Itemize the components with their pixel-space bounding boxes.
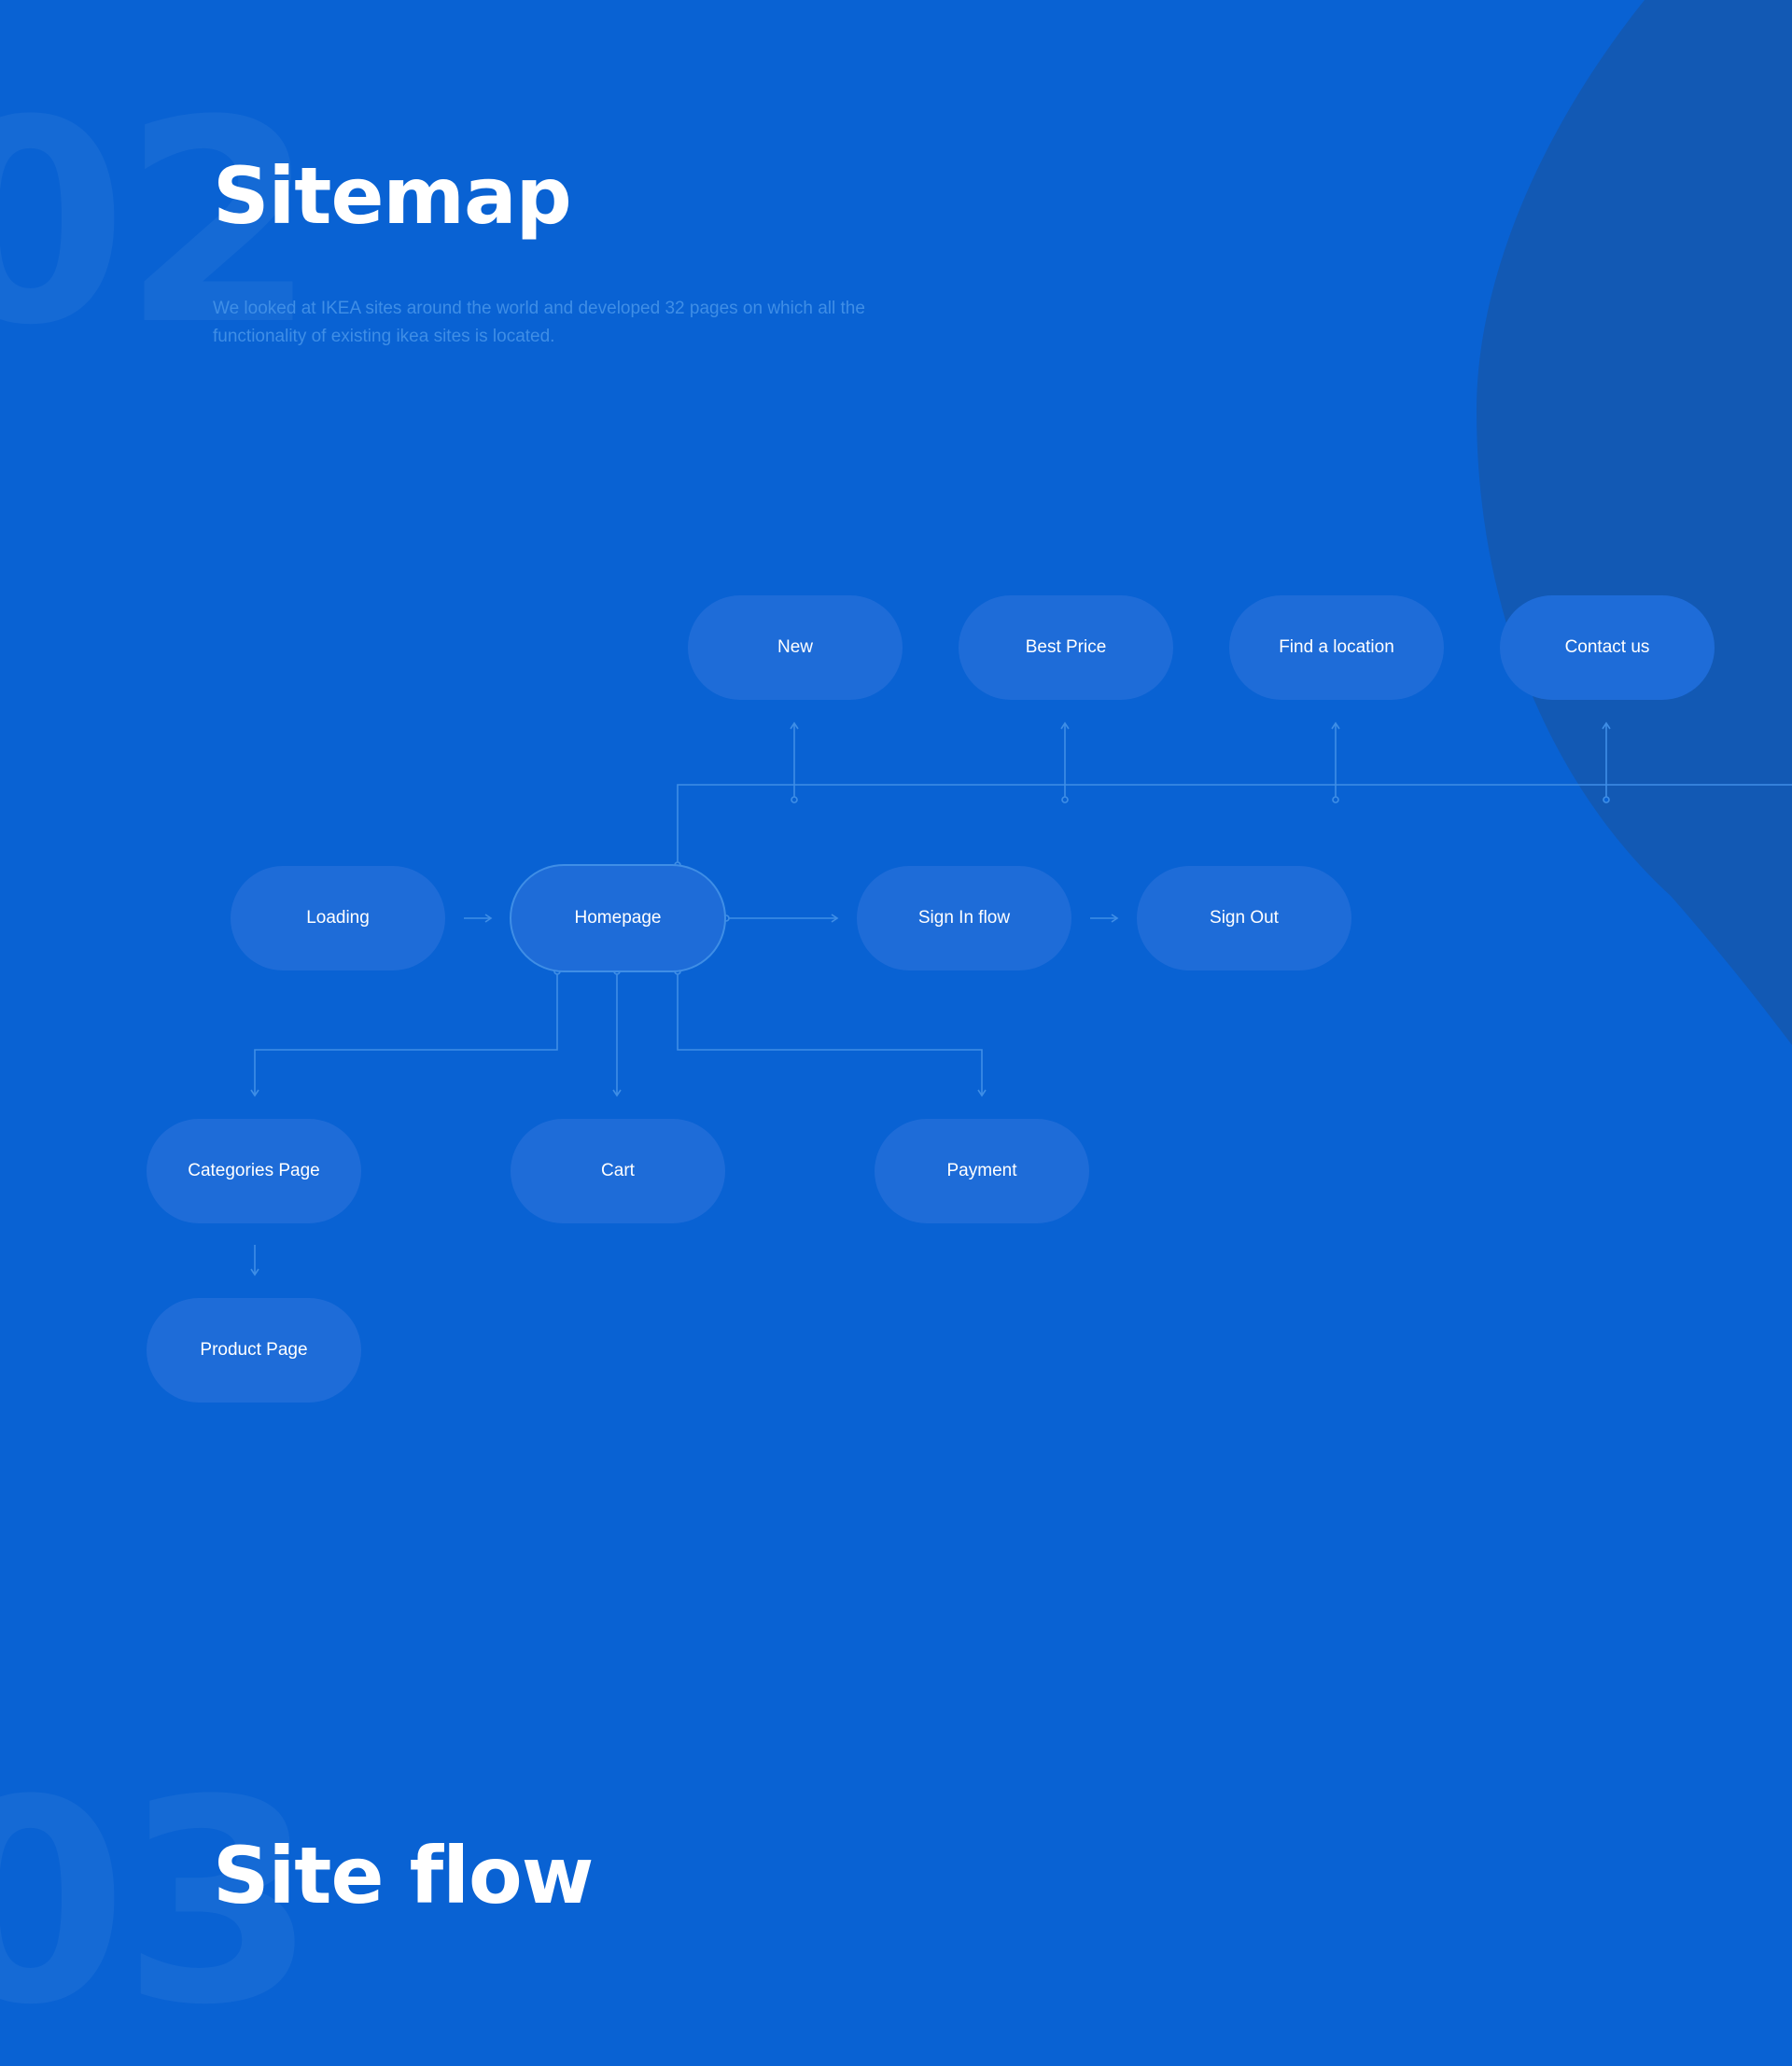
node-product-page: Product Page	[147, 1298, 361, 1403]
connector-signin-to-signout	[1090, 914, 1119, 923]
connector-homepage-to-categories	[250, 968, 561, 1097]
node-find-location: Find a location	[1229, 595, 1444, 700]
connector-homepage-to-cart	[612, 968, 622, 1097]
connector-loading-to-homepage	[464, 914, 493, 923]
node-payment: Payment	[875, 1119, 1089, 1223]
section-title-sitemap: Sitemap	[213, 150, 572, 242]
node-contact-us: Contact us	[1500, 595, 1715, 700]
node-homepage: Homepage	[510, 864, 726, 972]
connector-to-contact-us	[1602, 721, 1611, 803]
section-number: 03	[0, 1740, 316, 2066]
background-blob	[1477, 0, 1792, 1045]
node-best-price: Best Price	[959, 595, 1173, 700]
node-sign-out: Sign Out	[1137, 866, 1351, 970]
connector-to-find-location	[1331, 721, 1340, 803]
connector-top-bus	[677, 784, 1792, 865]
section-description: We looked at IKEA sites around the world…	[213, 299, 865, 346]
connector-to-new	[790, 721, 799, 803]
section-title-site-flow: Site flow	[213, 1830, 594, 1921]
node-loading: Loading	[231, 866, 445, 970]
connector-to-best-price	[1060, 721, 1070, 803]
node-new: New	[688, 595, 903, 700]
node-categories-page: Categories Page	[147, 1119, 361, 1223]
connector-categories-to-product	[250, 1245, 259, 1277]
connector-homepage-to-signin	[722, 914, 839, 923]
connector-homepage-to-payment	[674, 968, 987, 1097]
node-cart: Cart	[511, 1119, 725, 1223]
node-sign-in-flow: Sign In flow	[857, 866, 1071, 970]
sitemap-connectors	[250, 721, 1792, 1277]
section-number: 02	[0, 61, 316, 386]
